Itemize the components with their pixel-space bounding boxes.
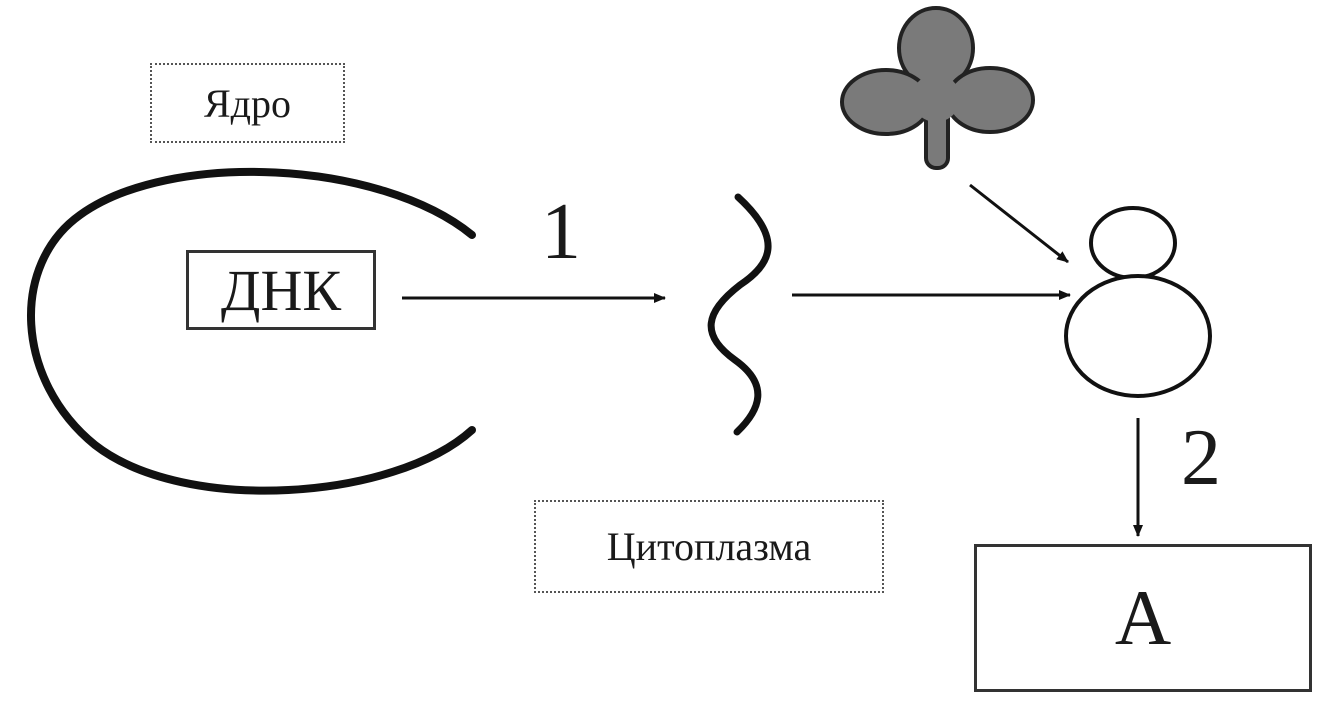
cytoplasm-label: Цитоплазма <box>534 500 884 593</box>
trna-to-ribosome-arrow <box>969 183 1069 264</box>
nucleus-arc <box>27 167 476 495</box>
dna-label: ДНК <box>186 250 376 330</box>
nucleus-label: Ядро <box>150 63 345 143</box>
mrna-wave-icon <box>707 193 772 436</box>
step-1-label: 1 <box>541 188 581 276</box>
product-label: А <box>974 544 1312 692</box>
trna-cloverleaf-icon <box>840 6 1035 170</box>
ribosome-icon <box>1064 206 1212 398</box>
step-2-label: 2 <box>1181 414 1221 502</box>
